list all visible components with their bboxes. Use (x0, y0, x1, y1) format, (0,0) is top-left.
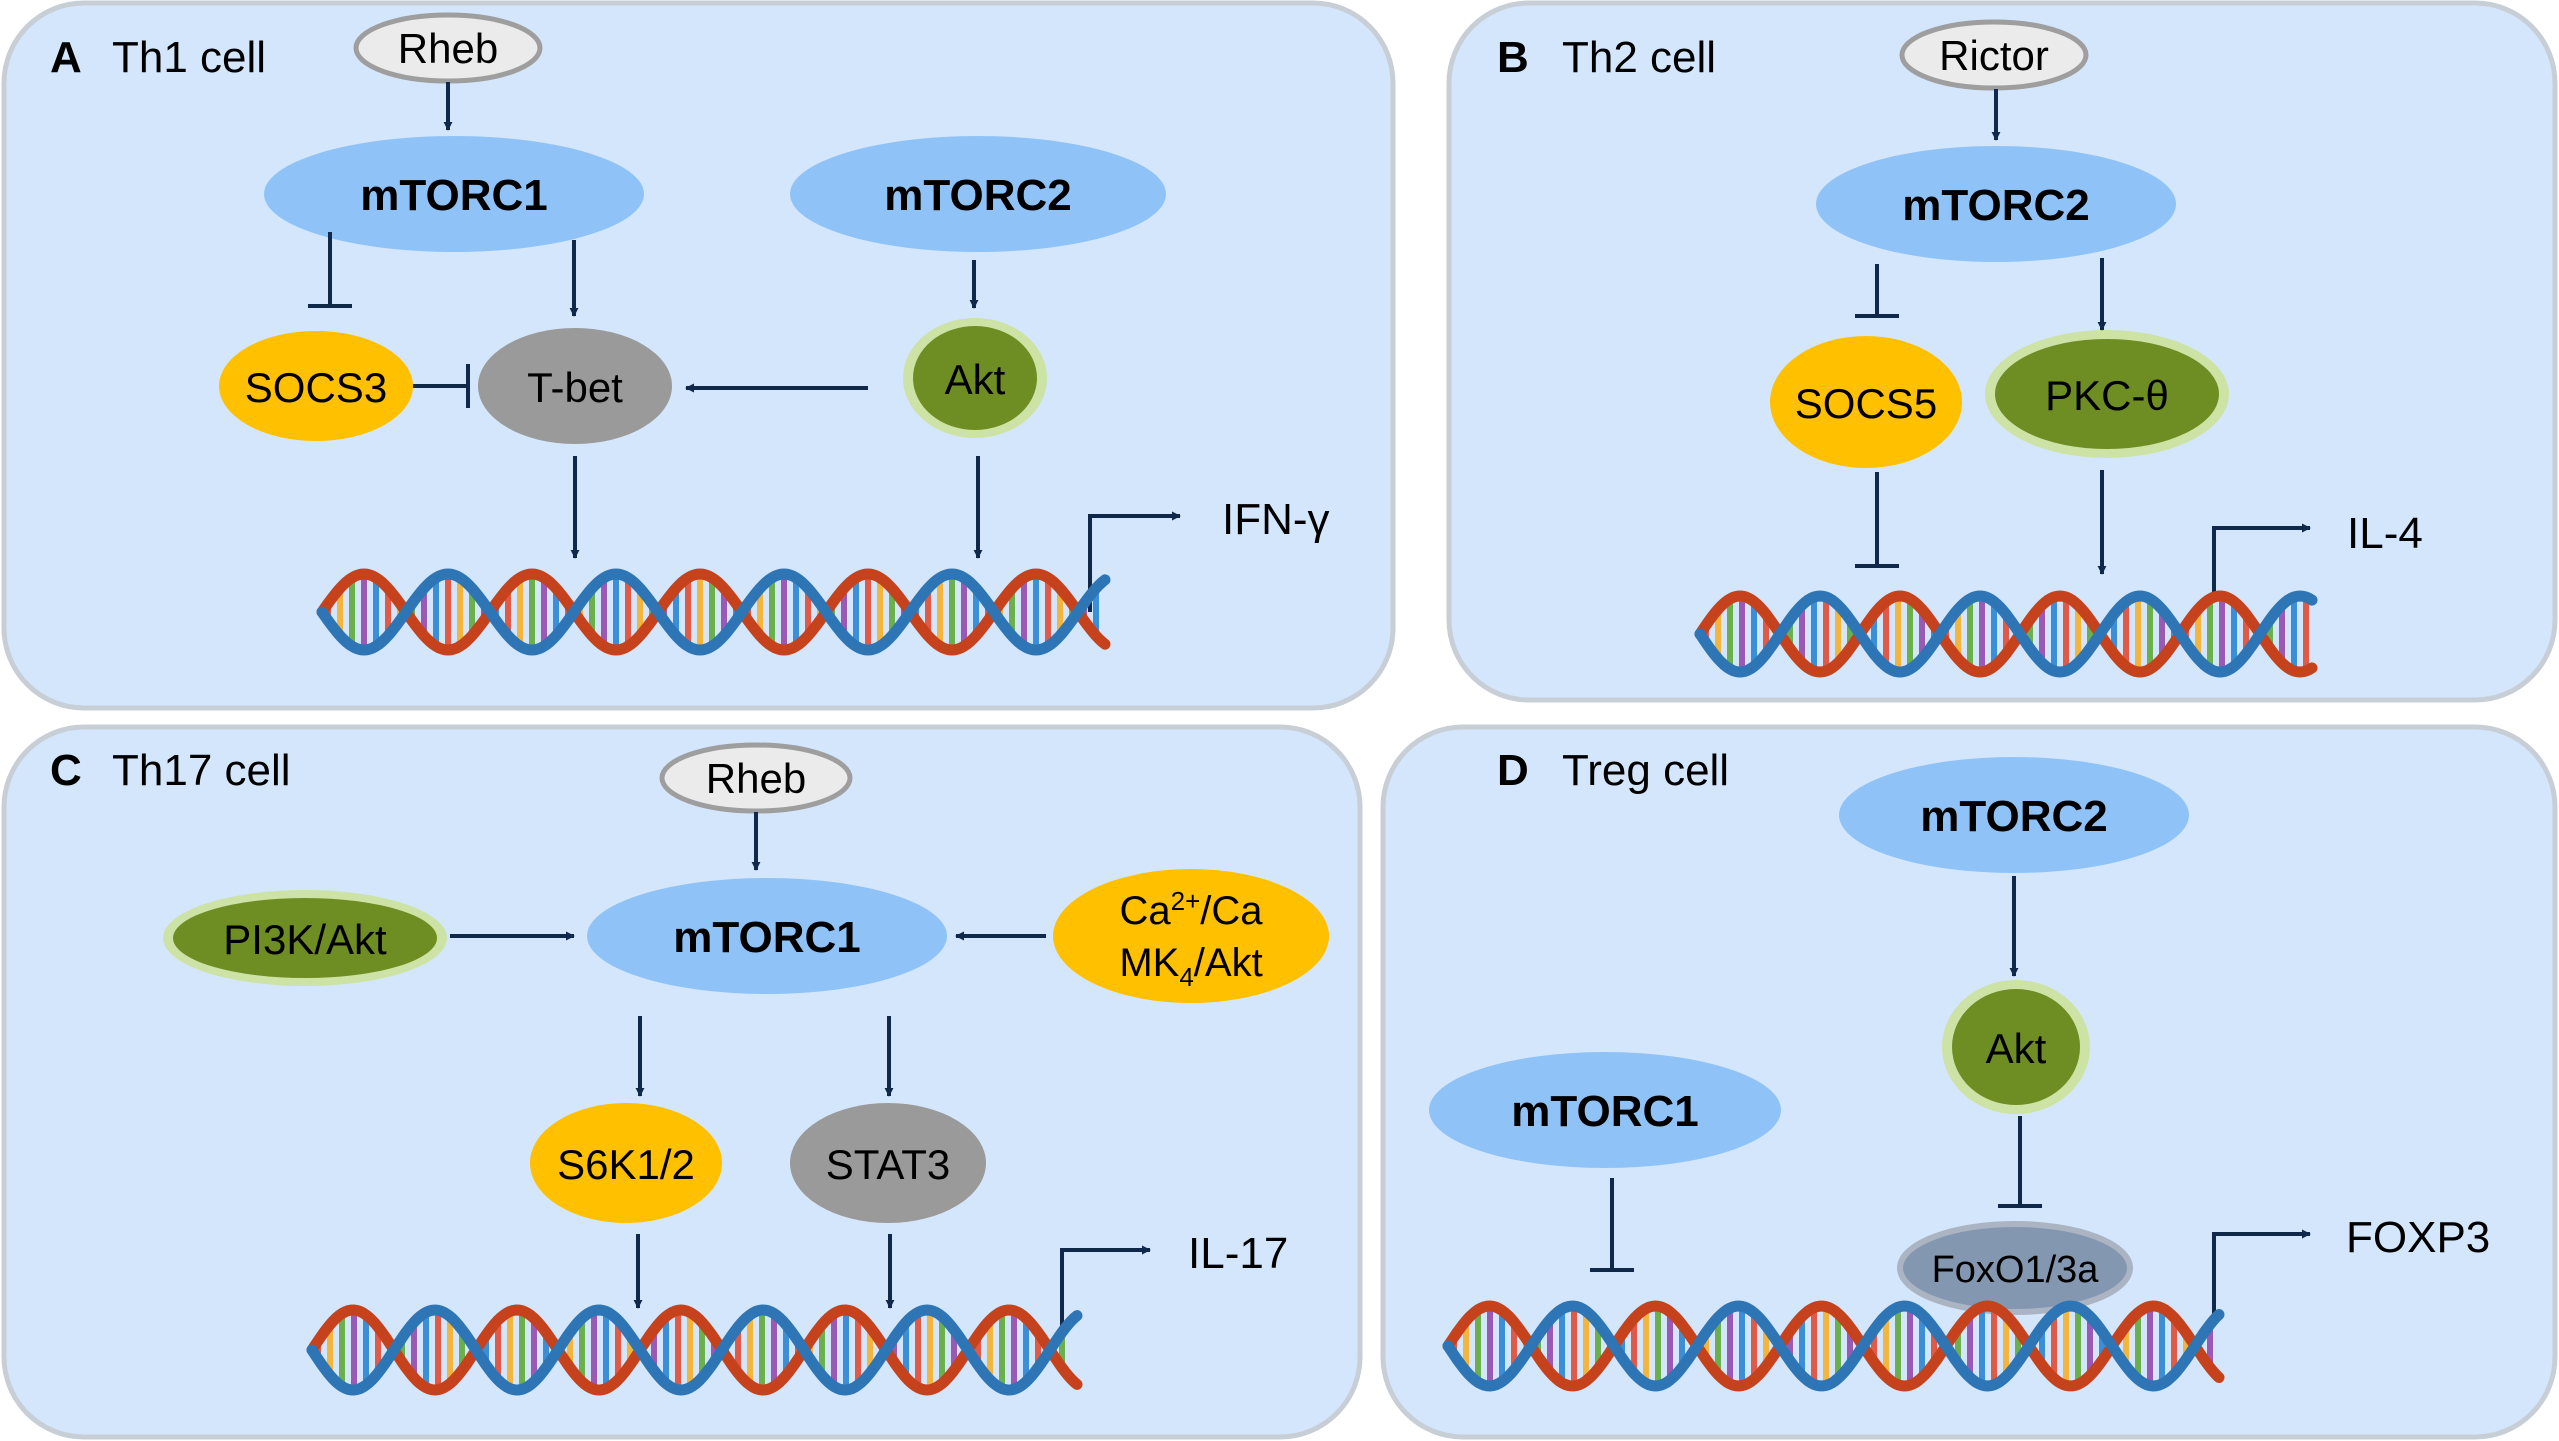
node-a-tbet (478, 328, 672, 444)
label-b-mtorc2: mTORC2 (1902, 181, 2089, 230)
tss-arrow-a (1088, 511, 1181, 612)
node-d-foxo (1897, 1221, 2133, 1315)
panel-b-background (1446, 0, 2558, 703)
gene-d-foxp3: FOXP3 (2346, 1213, 2490, 1262)
dna-c (306, 1304, 1083, 1396)
label-d-mtorc2: mTORC2 (1920, 792, 2107, 841)
node-c-pi3k (173, 898, 437, 978)
dna-a (316, 568, 1111, 656)
node-b-mtorc2 (1816, 146, 2176, 262)
node-c-stat3 (790, 1103, 986, 1223)
gene-b-il4: IL-4 (2347, 509, 2423, 558)
label-a-socs3: SOCS3 (245, 364, 387, 411)
label-c-ca-line2: MK4/Akt (1119, 941, 1262, 992)
node-d-mtorc2 (1839, 757, 2189, 873)
label-c-rheb: Rheb (706, 755, 806, 802)
gene-a-ifng: IFN-γ (1222, 495, 1330, 544)
label-c-pi3k: PI3K/Akt (223, 916, 387, 963)
label-d-foxo: FoxO1/3a (1932, 1249, 2100, 1291)
label-c-s6k: S6K1/2 (557, 1141, 695, 1188)
tss-arrow-d (2212, 1229, 2311, 1324)
node-a-socs3 (219, 331, 413, 441)
tss-arrow-b (2212, 523, 2311, 600)
label-c-ca-rest: /Ca (1200, 889, 1263, 933)
panel-d-letter: D (1497, 746, 1529, 795)
gene-c-il17: IL-17 (1188, 1229, 1288, 1278)
label-d-akt: Akt (1986, 1025, 2047, 1072)
dna-strand-back (1442, 1300, 2225, 1392)
label-c-ca-line1: Ca2+/Ca (1119, 886, 1263, 933)
panel-c-title: Th17 cell (112, 746, 291, 795)
tss-arrow-c (1060, 1245, 1151, 1346)
panel-a-title: Th1 cell (112, 33, 266, 82)
dna-d (1442, 1300, 2225, 1392)
label-c-mk-sub: 4 (1179, 962, 1193, 992)
label-b-pkc: PKC-θ (2045, 372, 2169, 419)
label-d-mtorc1: mTORC1 (1511, 1087, 1698, 1136)
dna-strand-front (306, 1304, 1083, 1396)
panel-b-title: Th2 cell (1562, 33, 1716, 82)
label-c-stat3: STAT3 (826, 1141, 950, 1188)
dna-strand-back (1694, 590, 2318, 678)
label-a-tbet: T-bet (527, 364, 623, 411)
label-c-mk-rest: /Akt (1194, 941, 1263, 985)
label-a-mtorc1: mTORC1 (360, 171, 547, 220)
panel-a-letter: A (50, 33, 82, 82)
node-a-mtorc2 (790, 136, 1166, 252)
label-a-akt: Akt (945, 356, 1006, 403)
dna-strand-front (1442, 1300, 2225, 1392)
label-c-ca-sup: 2+ (1171, 886, 1201, 916)
node-a-mtorc1 (264, 136, 644, 252)
node-c-s6k (530, 1103, 722, 1223)
label-b-socs5: SOCS5 (1795, 380, 1937, 427)
label-c-mk-base: MK (1119, 941, 1179, 985)
node-c-mtorc1 (587, 878, 947, 994)
panel-c-background (1, 724, 1363, 1440)
node-d-akt (1952, 989, 2080, 1105)
panel-d-title: Treg cell (1562, 746, 1729, 795)
dna-strand-back (306, 1304, 1083, 1396)
panel-c-letter: C (50, 746, 82, 795)
node-b-rictor (1899, 19, 2089, 91)
node-b-pkc (1995, 339, 2219, 449)
panel-b-letter: B (1497, 33, 1529, 82)
dna-strand-front (316, 568, 1111, 656)
label-b-rictor: Rictor (1939, 32, 2049, 79)
node-b-socs5 (1770, 336, 1962, 468)
label-c-mtorc1: mTORC1 (673, 913, 860, 962)
node-a-rheb (353, 12, 543, 84)
node-d-mtorc1 (1429, 1052, 1781, 1168)
dna-b (1694, 590, 2318, 678)
label-c-ca-base: Ca (1119, 889, 1171, 933)
node-c-ca (1053, 869, 1329, 1003)
dna-strand-back (316, 568, 1111, 656)
dna-strand-front (1694, 590, 2318, 678)
label-a-mtorc2: mTORC2 (884, 171, 1071, 220)
node-c-rheb (659, 742, 853, 814)
node-a-akt (913, 326, 1037, 430)
label-a-rheb: Rheb (398, 25, 498, 72)
